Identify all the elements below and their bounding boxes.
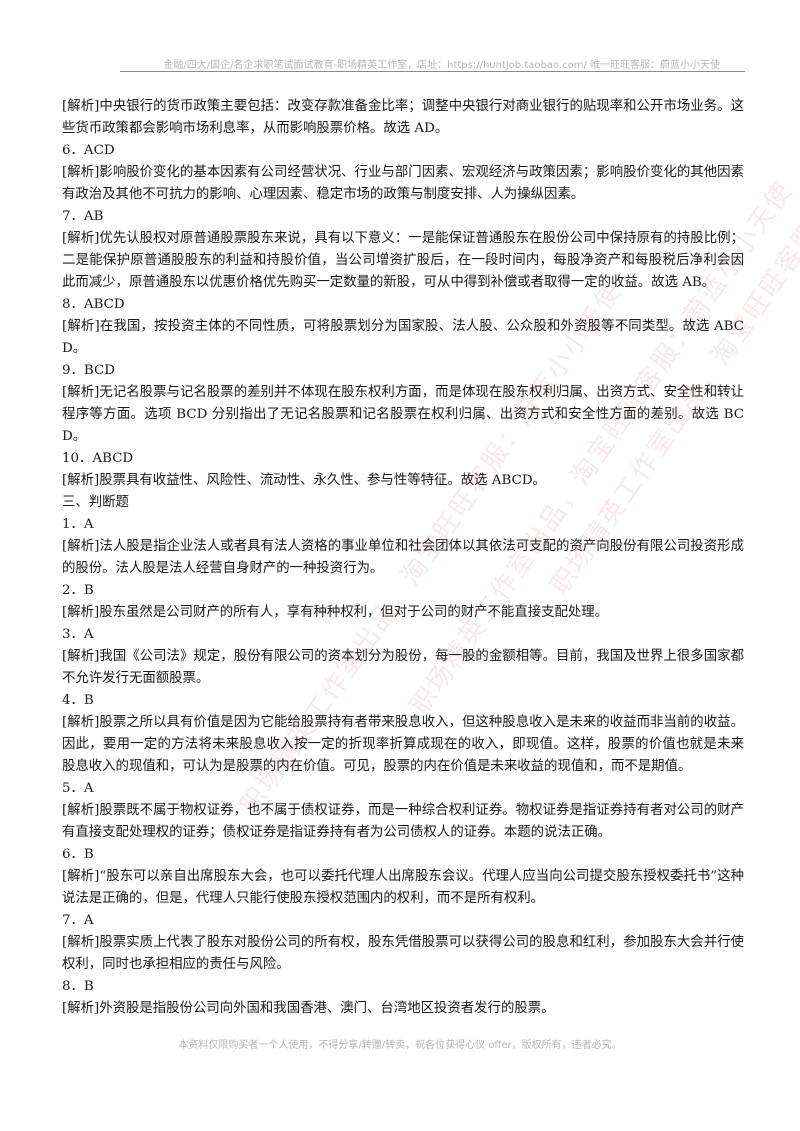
document-body: [解析]中央银行的货币政策主要包括：改变存款准备金比率；调整中央银行对商业银行的… [62, 96, 744, 1020]
answer-number: 6．ACD [62, 143, 115, 158]
answer-number: 1．A [62, 517, 94, 532]
paragraph: [解析]在我国，按投资主体的不同性质，可将股票划分为国家股、法人股、公众股和外资… [62, 319, 744, 356]
paragraph: [解析]“股东可以亲自出席股东大会，也可以委托代理人出席股东会议。代理人应当向公… [62, 869, 744, 906]
paragraph: [解析]股票之所以具有价值是因为它能给股票持有者带来股息收入，但这种股息收入是未… [62, 715, 744, 774]
paragraph: [解析]优先认股权对原普通股票股东来说，具有以下意义：一是能保证普通股东在股份公… [62, 231, 744, 290]
paragraph: [解析]外资股是指股份公司向外国和我国香港、澳门、台湾地区投资者发行的股票。 [62, 1001, 555, 1016]
page-footer-text: 本资料仅限购买者一个人使用，不得分享/转赠/转卖，祝各位获得心仪 offer，版… [178, 1040, 622, 1051]
answer-number: 8．B [62, 979, 94, 994]
paragraph: [解析]我国《公司法》规定，股份有限公司的资本划分为股份，每一股的金额相等。目前… [62, 649, 744, 686]
paragraph: [解析]法人股是指企业法人或者具有法人资格的事业单位和社会团体以其依法可支配的资… [62, 539, 744, 576]
answer-number: 8．ABCD [62, 297, 125, 312]
page-header-text: 金融/四大/国企/名企求职笔试面试教育-职场精英工作室，店址：https://h… [163, 60, 720, 71]
paragraph: [解析]股东虽然是公司财产的所有人，享有种种权利，但对于公司的财产不能直接支配处… [62, 605, 609, 620]
paragraph: [解析]股票具有收益性、风险性、流动性、永久性、参与性等特征。故选 ABCD。 [62, 473, 546, 488]
answer-number: 9．BCD [62, 363, 115, 378]
paragraph: [解析]影响股价变化的基本因素有公司经营状况、行业与部门因素、宏观经济与政策因素… [62, 165, 744, 202]
paragraph: [解析]股票既不属于物权证券，也不属于债权证券，而是一种综合权利证券。物权证券是… [62, 803, 744, 840]
answer-number: 4．B [62, 693, 94, 708]
header-divider [120, 71, 745, 72]
answer-number: 2．B [62, 583, 94, 598]
answer-number: 7．AB [62, 209, 104, 224]
answer-number: 10．ABCD [62, 451, 134, 466]
paragraph: [解析]无记名股票与记名股票的差别并不体现在股东权利方面，而是体现在股东权利归属… [62, 385, 744, 444]
answer-number: 5．A [62, 781, 94, 796]
answer-number: 6．B [62, 847, 94, 862]
answer-number: 3．A [62, 627, 94, 642]
paragraph: [解析]股票实质上代表了股东对股份公司的所有权，股东凭借股票可以获得公司的股息和… [62, 935, 744, 972]
section-heading: 三、判断题 [62, 495, 129, 510]
answer-number: 7．A [62, 913, 94, 928]
paragraph: [解析]中央银行的货币政策主要包括：改变存款准备金比率；调整中央银行对商业银行的… [62, 99, 744, 136]
